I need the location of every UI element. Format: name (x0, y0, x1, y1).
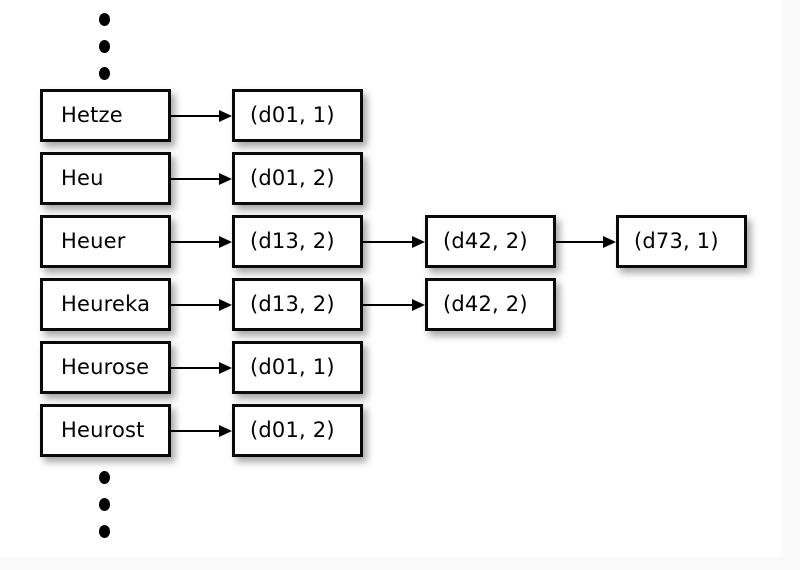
term-label: Heuer (61, 229, 126, 253)
arrow-head (219, 425, 232, 437)
posting-box-1-6[interactable]: (d01, 2) (232, 404, 363, 457)
ellipsis-dot (99, 67, 110, 80)
posting-box-1-2[interactable]: (d01, 2) (232, 152, 363, 205)
arrow-posting-1-3-to-2-1 (363, 236, 425, 248)
page-edge-band-right (782, 0, 800, 570)
term-box-heurose[interactable]: Heurose (40, 341, 171, 394)
arrow-term-to-posting-5 (171, 362, 232, 374)
ellipsis-dot (99, 13, 110, 26)
posting-label: (d01, 1) (250, 355, 335, 379)
arrow-shaft (171, 430, 219, 432)
posting-label: (d13, 2) (250, 229, 335, 253)
arrow-posting-1-4-to-2-2 (363, 299, 425, 311)
posting-label: (d13, 2) (250, 292, 335, 316)
ellipsis-dot (99, 498, 110, 511)
posting-box-1-4[interactable]: (d13, 2) (232, 278, 363, 331)
posting-box-1-1[interactable]: (d01, 1) (232, 89, 363, 142)
ellipsis-top (99, 13, 110, 81)
posting-box-2-2[interactable]: (d42, 2) (425, 278, 556, 331)
arrow-term-to-posting-1 (171, 110, 232, 122)
arrow-shaft (363, 304, 412, 306)
arrow-head (603, 236, 616, 248)
term-box-hetze[interactable]: Hetze (40, 89, 171, 142)
arrow-term-to-posting-6 (171, 425, 232, 437)
arrow-head (219, 236, 232, 248)
arrow-term-to-posting-4 (171, 299, 232, 311)
page-edge-band-bottom (0, 557, 800, 570)
posting-box-1-5[interactable]: (d01, 1) (232, 341, 363, 394)
ellipsis-bottom (99, 471, 110, 539)
arrow-term-to-posting-2 (171, 173, 232, 185)
ellipsis-dot (99, 525, 110, 538)
posting-label: (d01, 2) (250, 418, 335, 442)
term-label: Heurost (61, 418, 145, 442)
term-box-heureka[interactable]: Heureka (40, 278, 171, 331)
ellipsis-dot (99, 40, 110, 53)
arrow-shaft (171, 115, 219, 117)
ellipsis-dot (99, 471, 110, 484)
arrow-head (219, 362, 232, 374)
arrow-head (219, 173, 232, 185)
arrow-shaft (171, 241, 219, 243)
arrow-head (412, 236, 425, 248)
posting-label: (d73, 1) (634, 229, 719, 253)
arrow-shaft (171, 367, 219, 369)
term-label: Heureka (61, 292, 151, 316)
posting-box-1-3[interactable]: (d13, 2) (232, 215, 363, 268)
arrow-shaft (171, 178, 219, 180)
arrow-head (219, 110, 232, 122)
arrow-head (412, 299, 425, 311)
arrow-posting-2-1-to-3-1 (556, 236, 616, 248)
posting-label: (d01, 1) (250, 103, 335, 127)
posting-label: (d42, 2) (443, 229, 528, 253)
arrow-shaft (556, 241, 603, 243)
term-box-heuer[interactable]: Heuer (40, 215, 171, 268)
arrow-term-to-posting-3 (171, 236, 232, 248)
arrow-shaft (171, 304, 219, 306)
arrow-head (219, 299, 232, 311)
term-label: Heurose (61, 355, 150, 379)
arrow-shaft (363, 241, 412, 243)
posting-box-3-1[interactable]: (d73, 1) (616, 215, 747, 268)
posting-label: (d01, 2) (250, 166, 335, 190)
term-box-heu[interactable]: Heu (40, 152, 171, 205)
term-label: Hetze (61, 103, 123, 127)
term-label: Heu (61, 166, 104, 190)
term-box-heurost[interactable]: Heurost (40, 404, 171, 457)
posting-box-2-1[interactable]: (d42, 2) (425, 215, 556, 268)
posting-label: (d42, 2) (443, 292, 528, 316)
